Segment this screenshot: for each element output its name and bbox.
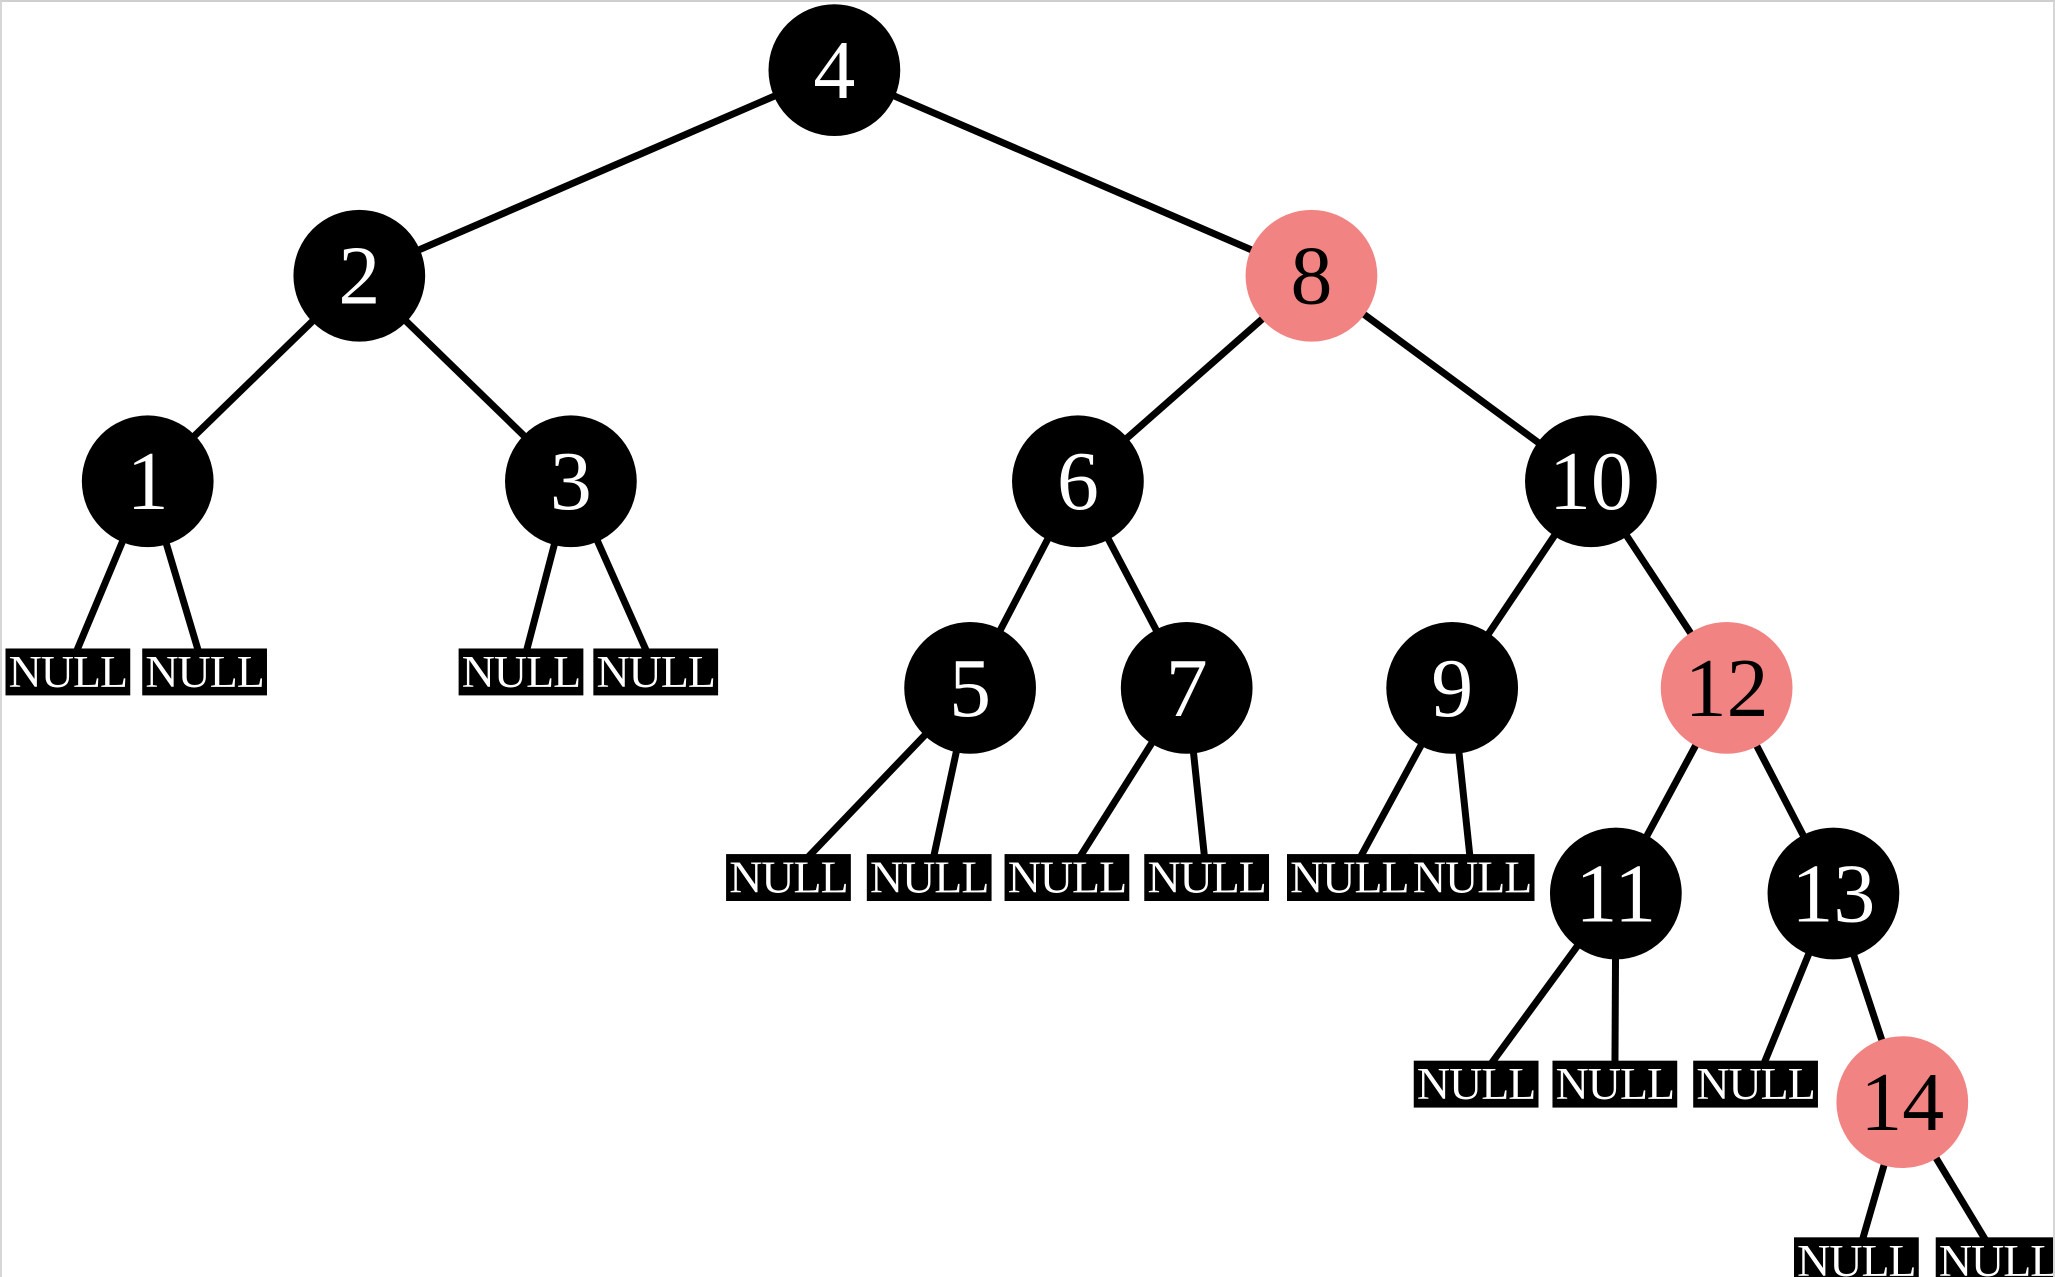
- node-value: 9: [1431, 642, 1473, 735]
- null-box: [1693, 1060, 1818, 1108]
- null-label: NULL: [1696, 1058, 1814, 1109]
- node-circle-black: [1386, 622, 1519, 754]
- node-value: 8: [1290, 230, 1332, 323]
- node-circle-black: [1767, 827, 1900, 960]
- node-value: 4: [813, 24, 855, 117]
- node-circle-red: [1245, 209, 1378, 342]
- null-leaf-nC1: NULL: [1413, 1058, 1539, 1109]
- null-label: NULL: [870, 852, 988, 903]
- null-leaf-nB4: NULL: [1144, 852, 1270, 903]
- null-box: [1935, 1237, 2053, 1277]
- null-leaf-nD1: NULL: [1794, 1235, 1919, 1277]
- node-value: 11: [1575, 847, 1656, 940]
- null-label: NULL: [597, 646, 715, 697]
- null-leaf-nA2: NULL: [142, 646, 267, 697]
- null-box: [142, 648, 267, 696]
- null-leaf-nA3: NULL: [458, 646, 584, 697]
- node-value: 5: [949, 642, 991, 735]
- null-leaf-nC2: NULL: [1552, 1058, 1678, 1109]
- node-circle-black: [1120, 622, 1253, 754]
- node-circle-black: [1525, 415, 1657, 548]
- null-label: NULL: [1417, 1058, 1535, 1109]
- tree-node-8: 8: [1245, 209, 1378, 342]
- null-label: NULL: [1939, 1235, 2053, 1277]
- node-value: 7: [1166, 642, 1208, 735]
- null-box: [593, 648, 719, 696]
- node-circle-red: [1660, 622, 1793, 754]
- null-leaf-nB2: NULL: [866, 852, 992, 903]
- null-label: NULL: [729, 852, 847, 903]
- null-leaf-nA4: NULL: [593, 646, 719, 697]
- null-leaf-nB6: NULL: [1409, 852, 1535, 903]
- tree-node-6: 6: [1012, 415, 1144, 548]
- node-circle-black: [505, 415, 637, 548]
- null-leaf-nB3: NULL: [1004, 852, 1130, 903]
- null-leaf-nA1: NULL: [5, 646, 131, 697]
- null-box: [5, 648, 131, 696]
- null-label: NULL: [1556, 1058, 1674, 1109]
- null-box: [458, 648, 584, 696]
- node-circle-black: [904, 622, 1036, 754]
- node-value: 13: [1792, 847, 1876, 940]
- null-leaf-nD2: NULL: [1935, 1235, 2053, 1277]
- tree-node-11: 11: [1549, 827, 1682, 960]
- tree-node-14: 14: [1836, 1036, 1969, 1168]
- null-label: NULL: [1797, 1235, 1915, 1277]
- tree-node-7: 7: [1120, 622, 1253, 754]
- null-label: NULL: [1413, 852, 1531, 903]
- null-box: [1413, 1060, 1539, 1108]
- null-label: NULL: [1290, 852, 1408, 903]
- tree-node-4: 4: [768, 4, 901, 136]
- tree-node-9: 9: [1386, 622, 1519, 754]
- null-box: [866, 854, 992, 901]
- tree-node-12: 12: [1660, 622, 1793, 754]
- tree-node-10: 10: [1525, 415, 1657, 548]
- node-circle-black: [1012, 415, 1144, 548]
- null-label: NULL: [145, 646, 263, 697]
- null-box: [1409, 854, 1535, 901]
- null-box: [1794, 1237, 1919, 1277]
- node-circle-black: [293, 209, 426, 342]
- node-value: 10: [1549, 435, 1633, 528]
- node-value: 6: [1057, 435, 1099, 528]
- node-value: 14: [1860, 1056, 1944, 1149]
- tree-edge-4-8: [832, 66, 1313, 279]
- null-box: [726, 854, 851, 901]
- tree-node-1: 1: [81, 415, 214, 548]
- node-circle-red: [1836, 1036, 1969, 1168]
- null-label: NULL: [9, 646, 127, 697]
- node-value: 1: [127, 435, 169, 528]
- null-leaf-nC3: NULL: [1693, 1058, 1818, 1109]
- null-leaf-nB1: NULL: [726, 852, 851, 903]
- null-label: NULL: [1008, 852, 1126, 903]
- null-label: NULL: [1147, 852, 1265, 903]
- null-box: [1004, 854, 1130, 901]
- node-circle-black: [81, 415, 214, 548]
- node-value: 3: [550, 435, 592, 528]
- null-box: [1552, 1060, 1678, 1108]
- tree-node-2: 2: [293, 209, 426, 342]
- null-leaf-nB5: NULL: [1286, 852, 1412, 903]
- node-value: 2: [338, 230, 380, 323]
- node-circle-black: [1549, 827, 1682, 960]
- null-label: NULL: [462, 646, 580, 697]
- tree-node-5: 5: [904, 622, 1036, 754]
- null-box: [1144, 854, 1270, 901]
- node-value: 12: [1685, 642, 1769, 735]
- node-circle-black: [768, 4, 901, 136]
- tree-node-13: 13: [1767, 827, 1900, 960]
- tree-edge-4-2: [357, 66, 836, 279]
- tree-node-3: 3: [505, 415, 637, 548]
- null-box: [1286, 854, 1412, 901]
